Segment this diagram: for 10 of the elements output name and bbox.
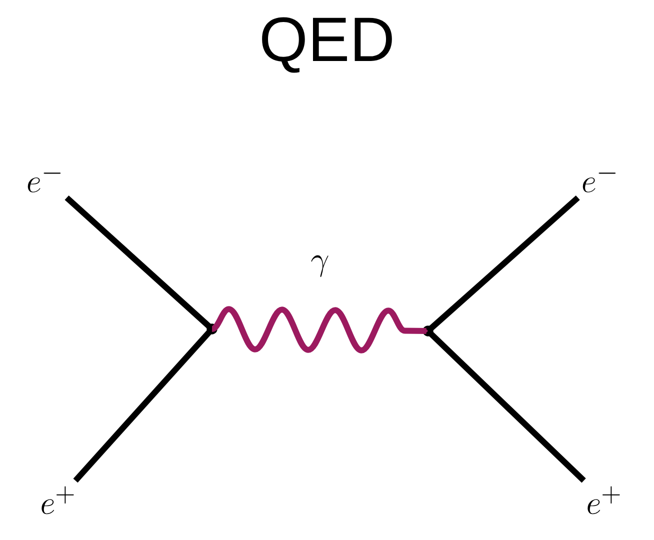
photon-line bbox=[210, 306, 428, 354]
fermion-line bbox=[426, 328, 586, 483]
fermion-line bbox=[426, 195, 580, 334]
particle-label: $e^{-}$ bbox=[582, 172, 616, 192]
edge-label: $\gamma$ bbox=[309, 254, 331, 278]
fermion-line bbox=[73, 327, 214, 483]
particle-label: $e^{+}$ bbox=[588, 486, 620, 514]
title: QED bbox=[262, 17, 392, 73]
particle-label: $e^{+}$ bbox=[42, 486, 74, 514]
particle-label: $e^{-}$ bbox=[28, 172, 61, 192]
